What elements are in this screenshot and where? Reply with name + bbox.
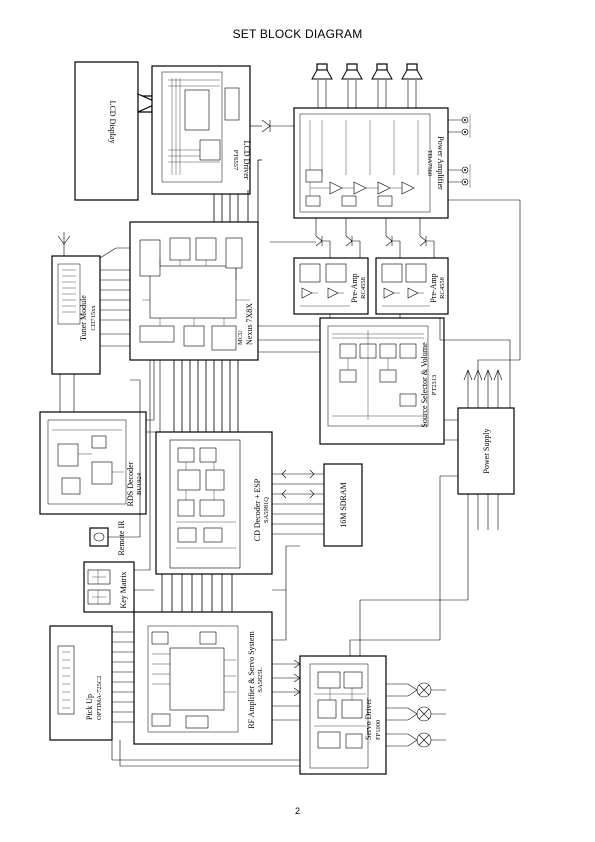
svg-text:Nexus 7X8X: Nexus 7X8X [245, 303, 254, 345]
rf-servo-wires [272, 589, 301, 721]
svg-text:Remote IR: Remote IR [117, 520, 126, 556]
rf-amplifier-block: RF Amplifier & Servo System SA5825L [133, 611, 273, 745]
pickup-rf-wires [111, 631, 300, 767]
svg-text:Pick Up: Pick Up [85, 694, 94, 720]
svg-text:LCD Display: LCD Display [108, 101, 117, 144]
speaker-icon [341, 63, 363, 80]
motor-icon [416, 732, 432, 748]
motor-icon [416, 682, 432, 698]
svg-text:FP1000: FP1000 [375, 720, 382, 740]
page-title: SET BLOCK DIAGRAM [232, 27, 363, 41]
svg-text:OPTIMA-725C2: OPTIMA-725C2 [96, 676, 103, 720]
antenna-icon [57, 232, 71, 256]
pick-up-block: Pick Up OPTIMA-725C2 [49, 625, 113, 741]
cd-decoder-block: CD Decoder + ESP SA5981Q [155, 431, 273, 575]
key-matrix-block: Key Matrix [83, 360, 154, 613]
svg-text:CD715xx: CD715xx [90, 305, 97, 331]
svg-text:RC4558: RC4558 [360, 277, 367, 299]
remote-ir-block: Remote IR [108, 379, 141, 556]
motor-icon [416, 706, 432, 722]
power-supply-wires [439, 199, 521, 530]
power-supply-block: Power Supply [457, 407, 515, 495]
sdram-block: 16M SDRAM [323, 463, 363, 547]
tuner-module-block: Tuner Module CD715xx [51, 255, 101, 375]
svg-text:RDS Decoder: RDS Decoder [126, 461, 135, 506]
pre-amp-block-2: Pre-Amp RC4558 [375, 257, 449, 315]
svg-text:LCD Driver: LCD Driver [242, 141, 251, 180]
svg-text:Pre-Amp: Pre-Amp [429, 273, 438, 302]
svg-text:RC4558: RC4558 [439, 277, 446, 299]
svg-text:SA5825L: SA5825L [257, 667, 264, 692]
speaker-icon [371, 63, 393, 80]
svg-text:Tuner Module: Tuner Module [79, 295, 88, 341]
rca-jack-icon [448, 114, 471, 188]
page-number: 2 [294, 806, 300, 816]
power-amplifier-block: Power Amplifier TDA7560 [293, 107, 449, 219]
svg-text:PT6557: PT6557 [232, 150, 239, 171]
power-feed-lines [285, 475, 469, 656]
cd-sdram-bus [272, 469, 324, 535]
svg-text:BU1924: BU1924 [136, 472, 143, 495]
servo-motor-wires [386, 683, 446, 747]
svg-text:Pre-Amp: Pre-Amp [350, 273, 359, 302]
ir-sensor-icon [89, 527, 109, 547]
svg-text:SA5981Q: SA5981Q [263, 497, 270, 523]
svg-text:16M SDRAM: 16M SDRAM [339, 482, 348, 528]
mute-transistor [250, 119, 294, 133]
pre-amp-block-1: Pre-Amp RC4558 [293, 257, 369, 315]
svg-text:TDA7560: TDA7560 [426, 150, 433, 176]
transistor-row [270, 218, 435, 258]
svg-text:RF Amplifier & Servo System: RF Amplifier & Servo System [247, 631, 256, 729]
lcd-display-block: LCD Display [74, 61, 160, 201]
mcu-cd-bus [173, 360, 239, 432]
mcu-block: Nexus 7X8X MCU [129, 221, 259, 361]
lcd-driver-block: LCD Driver PT6557 [151, 65, 251, 195]
servo-driver-block: Servo Driver FP1000 [299, 655, 387, 775]
svg-text:Key Matrix: Key Matrix [119, 571, 128, 608]
rds-decoder-block: RDS Decoder BU1924 [39, 411, 147, 515]
speaker-icon [311, 63, 333, 80]
mcu-lcd-bus [213, 159, 262, 222]
svg-text:PT2313: PT2313 [431, 375, 438, 396]
svg-text:Servo Driver: Servo Driver [364, 698, 373, 740]
speaker-wires [317, 80, 417, 108]
speaker-icon [401, 63, 423, 80]
svg-text:CD Decoder + ESP: CD Decoder + ESP [253, 478, 262, 541]
cd-rf-bus [161, 574, 233, 612]
svg-text:Source Selector & Volume: Source Selector & Volume [420, 342, 429, 428]
tuner-mcu-wires [99, 247, 130, 347]
mcu-selector-wires [258, 314, 401, 353]
source-selector-block: Source Selector & Volume PT2313 [319, 317, 445, 445]
svg-text:Power Supply: Power Supply [482, 428, 491, 473]
svg-text:MCU: MCU [237, 330, 244, 345]
svg-text:Power Amplifier: Power Amplifier [436, 136, 445, 190]
